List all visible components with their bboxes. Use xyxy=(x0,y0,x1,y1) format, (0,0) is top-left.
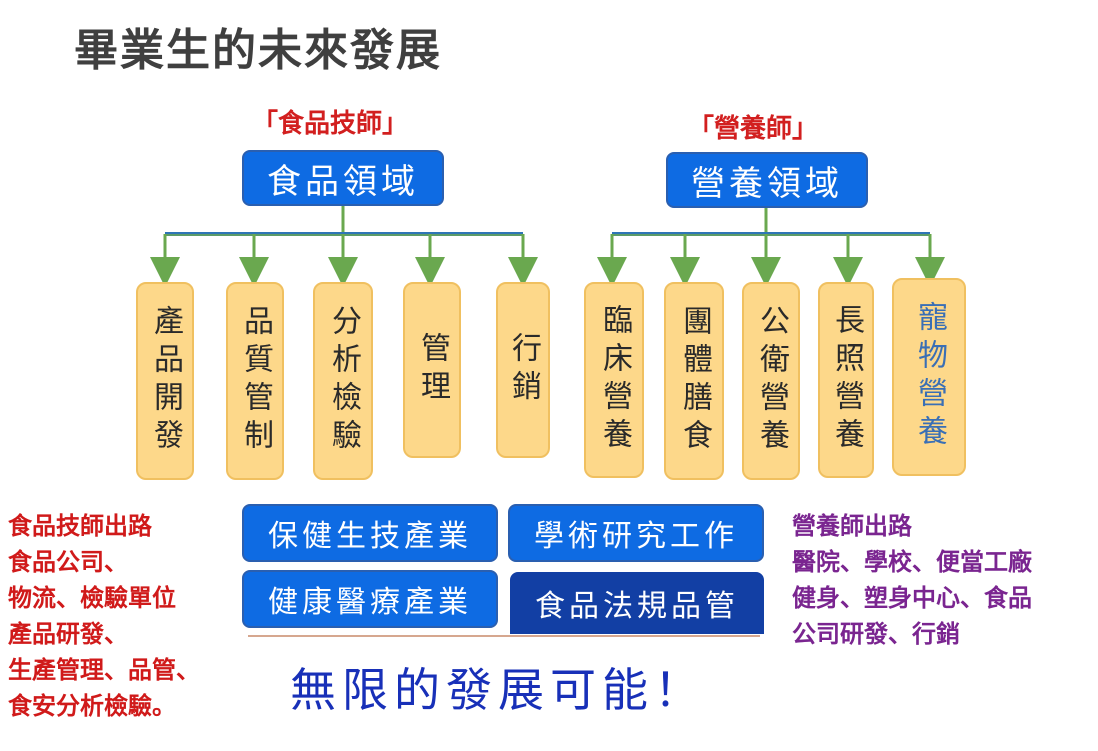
nutrition-outlet-line: 健身、塑身中心、食品 xyxy=(792,584,1032,612)
career-group-catering: 團體膳食 xyxy=(664,282,724,480)
career-product-development: 產品開發 xyxy=(136,282,194,480)
industry-health-biotech: 保健生技產業 xyxy=(242,504,498,562)
dietitian-label: 「營養師」 xyxy=(688,114,819,144)
nutrition-outlet-line: 公司研發、行銷 xyxy=(792,620,960,648)
dietitian-outlets: 營養師出路 醫院、學校、便當工廠 健身、塑身中心、食品 公司研發、行銷 xyxy=(792,508,1032,652)
industry-healthcare: 健康醫療產業 xyxy=(242,570,498,628)
nutrition-outlet-line: 醫院、學校、便當工廠 xyxy=(792,548,1032,576)
nutrition-domain-box: 營養領域 xyxy=(666,152,868,208)
career-public-health-nutrition: 公衛營養 xyxy=(742,282,800,480)
career-marketing: 行銷 xyxy=(496,282,550,458)
food-outlet-line: 產品研發、 xyxy=(8,620,128,648)
career-quality-control: 品質管制 xyxy=(226,282,284,480)
food-technologist-label: 「食品技師」 xyxy=(252,109,409,139)
food-outlet-line: 生產管理、品管、 xyxy=(8,656,200,684)
industry-food-regulation-qc: 食品法規品管 xyxy=(510,572,764,634)
career-management: 管理 xyxy=(403,282,461,458)
food-outlet-line: 食品公司、 xyxy=(8,548,128,576)
food-outlet-line: 食品技師出路 xyxy=(8,512,152,540)
career-analysis-testing: 分析檢驗 xyxy=(313,282,373,480)
food-outlet-line: 食安分析檢驗。 xyxy=(8,692,176,720)
food-technologist-outlets: 食品技師出路 食品公司、 物流、檢驗單位 產品研發、 生產管理、品管、 食安分析… xyxy=(8,508,200,724)
food-domain-box: 食品領域 xyxy=(242,150,444,206)
career-clinical-nutrition: 臨床營養 xyxy=(584,282,644,478)
industry-academic-research: 學術研究工作 xyxy=(508,504,764,562)
page-title: 畢業生的未來發展 xyxy=(74,25,442,76)
career-pet-nutrition: 寵物營養 xyxy=(892,278,966,476)
career-long-term-care-nutrition: 長照營養 xyxy=(818,282,874,478)
slogan: 無限的發展可能！ xyxy=(290,663,706,717)
nutrition-outlet-line: 營養師出路 xyxy=(792,512,912,540)
food-outlet-line: 物流、檢驗單位 xyxy=(8,584,176,612)
